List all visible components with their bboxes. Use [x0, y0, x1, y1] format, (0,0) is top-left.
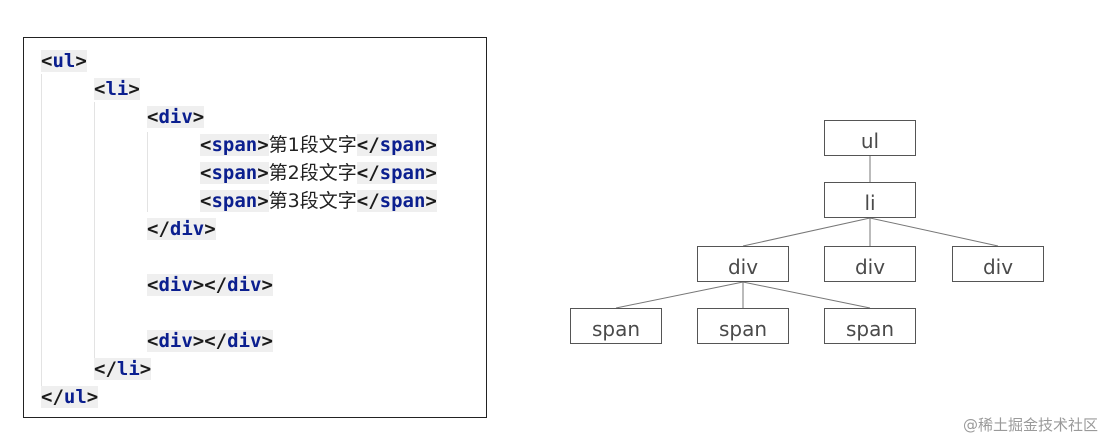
tree-node-div2: div — [824, 246, 916, 282]
tag-bracket: > — [425, 134, 437, 156]
tag-bracket: < — [200, 190, 212, 212]
code-tag: <span> — [200, 134, 269, 156]
tag-bracket: > — [139, 358, 152, 380]
tree-node-span2: span — [697, 308, 789, 344]
tag-name: ul — [63, 386, 87, 408]
code-tag: </div> — [204, 330, 273, 352]
tag-name: div — [227, 330, 262, 352]
indent-guide — [94, 102, 95, 364]
code-line: </li> — [94, 356, 152, 382]
tag-bracket: </ — [356, 190, 380, 212]
code-tag: </div> — [147, 218, 216, 240]
tag-name: span — [379, 162, 426, 184]
code-tag: </span> — [356, 134, 437, 156]
tag-bracket: > — [257, 134, 269, 156]
code-line: <div></div> — [147, 328, 273, 354]
tag-bracket: > — [128, 78, 140, 100]
code-tag: <div> — [147, 274, 205, 296]
tag-bracket: > — [204, 218, 216, 240]
tag-bracket: > — [261, 330, 273, 352]
tag-name: span — [379, 190, 426, 212]
code-tag: <span> — [200, 162, 269, 184]
tag-name: span — [211, 162, 258, 184]
indent-guide — [41, 74, 42, 392]
tag-bracket: </ — [356, 134, 380, 156]
tag-bracket: > — [257, 162, 269, 184]
code-line: <ul> — [41, 48, 87, 74]
tree-edge-li-div3 — [869, 217, 999, 247]
code-panel: <ul><li><div><span>第1段文字</span><span>第2段… — [23, 37, 487, 418]
code-line: <span>第3段文字</span> — [200, 188, 437, 214]
tag-bracket: < — [200, 162, 212, 184]
tag-bracket: > — [261, 274, 273, 296]
tag-bracket: > — [425, 190, 437, 212]
tag-bracket: </ — [356, 162, 380, 184]
tree-node-ul: ul — [824, 120, 916, 156]
code-tag: </ul> — [41, 386, 99, 408]
tree-edge-div1-span3 — [742, 281, 871, 309]
tag-name: div — [158, 330, 193, 352]
tag-bracket: < — [147, 274, 159, 296]
tag-bracket: > — [192, 106, 205, 128]
tag-name: span — [211, 190, 258, 212]
code-line: <li> — [94, 76, 140, 102]
code-line: </ul> — [41, 384, 99, 410]
code-tag: <ul> — [41, 50, 87, 72]
code-line: <span>第1段文字</span> — [200, 132, 437, 158]
code-tag: </li> — [94, 358, 152, 380]
tag-bracket: > — [257, 190, 269, 212]
tag-bracket: > — [192, 274, 205, 296]
tree-node-div3: div — [952, 246, 1044, 282]
tag-bracket: < — [147, 106, 159, 128]
tag-name: div — [227, 274, 262, 296]
tree-node-div1: div — [697, 246, 789, 282]
code-tag: </span> — [356, 162, 437, 184]
tag-name: span — [211, 134, 258, 156]
code-tag: <span> — [200, 190, 269, 212]
tag-name: div — [158, 106, 193, 128]
code-line: <div></div> — [147, 272, 273, 298]
watermark: @稀土掘金技术社区 — [962, 416, 1098, 434]
tag-name: div — [158, 274, 193, 296]
tag-name: li — [116, 358, 140, 380]
code-text: 第2段文字 — [268, 162, 357, 184]
code-line: </div> — [147, 216, 216, 242]
tag-bracket: </ — [204, 274, 228, 296]
tag-bracket: < — [147, 330, 159, 352]
tag-bracket: > — [75, 50, 87, 72]
tag-bracket: < — [41, 50, 53, 72]
tag-bracket: < — [94, 78, 106, 100]
code-tag: </div> — [204, 274, 273, 296]
tag-bracket: > — [425, 162, 437, 184]
code-line: <div> — [147, 104, 205, 130]
tag-bracket: < — [200, 134, 212, 156]
code-tag: </span> — [356, 190, 437, 212]
tag-bracket: </ — [204, 330, 228, 352]
tag-bracket: </ — [147, 218, 170, 240]
code-text: 第3段文字 — [268, 190, 357, 212]
code-line: <span>第2段文字</span> — [200, 160, 437, 186]
tag-bracket: </ — [41, 386, 64, 408]
tree-node-li: li — [824, 182, 916, 218]
tag-name: ul — [52, 50, 76, 72]
tag-name: li — [105, 78, 129, 100]
tree-edge-li-div1 — [742, 217, 871, 247]
tag-bracket: > — [192, 330, 205, 352]
code-tag: <div> — [147, 106, 205, 128]
tag-name: span — [379, 134, 426, 156]
code-tag: <div> — [147, 330, 205, 352]
code-text: 第1段文字 — [268, 134, 357, 156]
code-tag: <li> — [94, 78, 140, 100]
tree-node-span3: span — [824, 308, 916, 344]
tag-name: div — [169, 218, 205, 240]
indent-guide — [147, 132, 148, 212]
tree-edge-div1-span1 — [615, 281, 744, 309]
tree-node-span1: span — [570, 308, 662, 344]
tag-bracket: > — [86, 386, 99, 408]
tag-bracket: </ — [94, 358, 117, 380]
